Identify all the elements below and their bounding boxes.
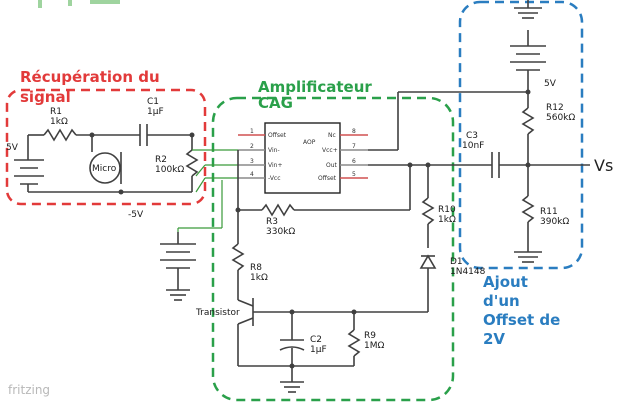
- c1-value: 1µF: [147, 107, 164, 117]
- c2-value: 1µF: [310, 345, 327, 355]
- region-box-recuperation: [5, 88, 207, 206]
- r9-label: R9: [364, 331, 376, 341]
- pin-vcc-minus: -Vcc: [268, 175, 281, 182]
- region-title-offset-3: Offset de: [483, 311, 560, 329]
- cropped-header-decoration: [38, 0, 120, 8]
- pin-vin-minus: Vin-: [268, 147, 280, 154]
- r8-value: 1kΩ: [250, 273, 268, 283]
- signal-recovery-circuit: [14, 124, 199, 195]
- r10-label: R10: [438, 205, 456, 215]
- r1-value: 1kΩ: [50, 117, 68, 127]
- region-title-recuperation: Récupération du: [20, 68, 160, 86]
- r12-label: R12: [546, 103, 564, 113]
- c3-value: 10nF: [462, 141, 484, 151]
- micro-label: Micro: [92, 164, 117, 174]
- region-title-offset-1: Ajout: [483, 273, 528, 291]
- r3-value: 330kΩ: [266, 227, 295, 237]
- pin-number-6: 6: [352, 158, 356, 165]
- c3-label: C3: [466, 131, 478, 141]
- d1-label: D1: [450, 257, 463, 267]
- r2-label: R2: [155, 155, 167, 165]
- r9-value: 1MΩ: [364, 341, 384, 351]
- vs-output-label: Vs: [594, 156, 613, 175]
- r8-label: R8: [250, 263, 262, 273]
- offset-5v-label: 5V: [544, 79, 557, 89]
- r12-value: 560kΩ: [546, 113, 575, 123]
- op-amp-aop: [238, 122, 368, 194]
- input-wires: [177, 149, 238, 232]
- pin-number-1: 1: [250, 128, 254, 135]
- pin-vin-plus: Vin+: [268, 162, 282, 169]
- pin-offset-left: Offset: [268, 132, 287, 139]
- r1-label: R1: [50, 107, 62, 117]
- pin-nc: Nc: [328, 132, 336, 139]
- r2-value: 100kΩ: [155, 165, 184, 175]
- c1-label: C1: [147, 97, 159, 107]
- pin-vcc-plus: Vcc+: [322, 147, 338, 154]
- pin-number-2: 2: [250, 143, 254, 150]
- offset-circuit: [491, 0, 590, 263]
- fritzing-watermark: fritzing: [8, 383, 50, 397]
- pin-number-8: 8: [352, 128, 356, 135]
- r11-label: R11: [540, 207, 558, 217]
- r10-value: 1kΩ: [438, 215, 456, 225]
- pin-out: Out: [326, 162, 338, 169]
- negative-supply-battery: [160, 232, 196, 301]
- r3-label: R3: [266, 217, 278, 227]
- region-title-cag: Amplificateur: [258, 78, 372, 96]
- transistor-label: Transistor: [195, 308, 240, 318]
- region-title-cag-2: CAG: [258, 94, 293, 112]
- aop-label: AOP: [303, 139, 316, 146]
- region-box-offset: [458, 0, 584, 270]
- d1-value: 1N4148: [450, 267, 486, 277]
- region-title-recuperation-2: signal: [20, 88, 71, 106]
- region-title-offset-4: 2V: [483, 330, 505, 348]
- c2-label: C2: [310, 335, 322, 345]
- pin-number-4: 4: [250, 171, 254, 178]
- pin-number-5: 5: [352, 171, 356, 178]
- pin-offset-right: Offset: [318, 175, 337, 182]
- cag-circuit: [231, 91, 528, 393]
- r11-value: 390kΩ: [540, 217, 569, 227]
- region-box-cag: [211, 96, 455, 402]
- pin-number-7: 7: [352, 143, 356, 150]
- region-title-offset-2: d'un: [483, 292, 520, 310]
- supply-minus5v-label: -5V: [128, 210, 144, 220]
- pin-number-3: 3: [250, 158, 254, 165]
- supply-5v-label: 5V: [6, 143, 19, 153]
